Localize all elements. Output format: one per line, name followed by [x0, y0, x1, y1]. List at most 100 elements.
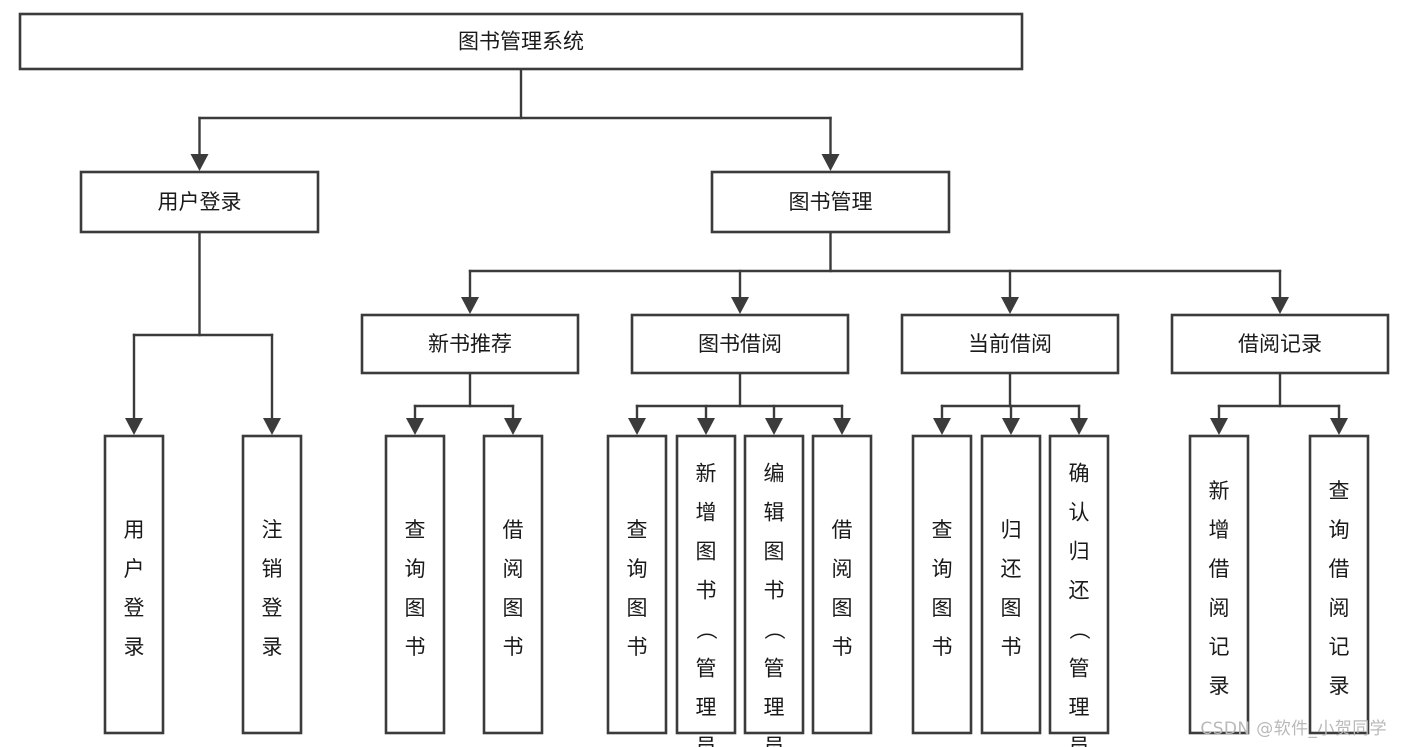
- node-label-char: （: [694, 619, 718, 640]
- arrow-head-icon: [406, 418, 424, 435]
- node-new-book-recommend[interactable]: 新书推荐: [360, 313, 580, 375]
- node-box-leaf-query-books-2[interactable]: [606, 434, 668, 735]
- node-label-char: 借: [1209, 557, 1230, 581]
- node-label-char: 归: [1069, 539, 1090, 563]
- arrow-head-icon: [1271, 297, 1289, 314]
- connector-conn-borrowrecord-leaves: [1210, 371, 1348, 435]
- node-label-char: 阅: [1209, 596, 1230, 620]
- node-label-char: 图: [1001, 596, 1022, 620]
- node-label-book-management: 图书管理: [789, 190, 873, 214]
- node-label-char: 登: [124, 596, 145, 620]
- node-label-char: 书: [1001, 635, 1022, 659]
- node-label-char: 图: [764, 539, 785, 563]
- node-box-current-borrow[interactable]: [900, 313, 1120, 375]
- node-box-leaf-edit-book[interactable]: [743, 434, 805, 735]
- node-label-char: 查: [932, 518, 953, 542]
- node-label-char: 询: [932, 557, 953, 581]
- node-label-char: 管: [1069, 656, 1090, 680]
- connector-conn-bookmgmt-level3: [461, 230, 1289, 314]
- arrow-head-icon: [125, 418, 143, 435]
- node-box-leaf-user-login[interactable]: [103, 434, 165, 735]
- node-label-char: 阅: [1329, 596, 1350, 620]
- node-label-char: 图: [932, 596, 953, 620]
- node-box-leaf-query-borrow-record[interactable]: [1308, 434, 1370, 735]
- node-root[interactable]: 图书管理系统: [18, 12, 1024, 71]
- node-label-char: 书: [627, 635, 648, 659]
- node-label-char: 用: [124, 518, 145, 542]
- node-label-char: 图: [405, 596, 426, 620]
- arrow-head-icon: [731, 297, 749, 314]
- node-box-book-management[interactable]: [710, 170, 951, 234]
- node-box-book-borrow[interactable]: [630, 313, 850, 375]
- node-book-borrow[interactable]: 图书借阅: [630, 313, 850, 375]
- node-book-management[interactable]: 图书管理: [710, 170, 951, 234]
- node-current-borrow[interactable]: 当前借阅: [900, 313, 1120, 375]
- node-borrow-record[interactable]: 借阅记录: [1170, 313, 1390, 375]
- node-label-char: 记: [1209, 635, 1230, 659]
- node-box-leaf-query-books-1[interactable]: [384, 434, 446, 735]
- node-label-char: 员: [696, 734, 717, 747]
- node-label-char: 书: [696, 578, 717, 602]
- node-box-leaf-query-books-3[interactable]: [911, 434, 973, 735]
- node-label-char: （: [762, 619, 786, 640]
- node-label-char: 借: [503, 518, 524, 542]
- node-box-new-book-recommend[interactable]: [360, 313, 580, 375]
- node-label-char: 还: [1001, 557, 1022, 581]
- arrow-head-icon: [833, 418, 851, 435]
- node-box-user-login[interactable]: [79, 170, 320, 234]
- node-box-leaf-add-book[interactable]: [675, 434, 737, 735]
- node-label-char: 书: [932, 635, 953, 659]
- node-label-current-borrow: 当前借阅: [968, 332, 1052, 356]
- node-label-char: 登: [262, 596, 283, 620]
- arrow-head-icon: [1002, 418, 1020, 435]
- node-label-char: 图: [832, 596, 853, 620]
- node-label-char: 记: [1329, 635, 1350, 659]
- node-label-char: （: [1067, 619, 1091, 640]
- node-label-char: 图: [627, 596, 648, 620]
- node-label-char: 书: [405, 635, 426, 659]
- node-label-root: 图书管理系统: [458, 30, 584, 54]
- node-box-leaf-logout[interactable]: [241, 434, 303, 735]
- node-label-char: 书: [764, 578, 785, 602]
- node-label-char: 查: [405, 518, 426, 542]
- arrow-head-icon: [765, 418, 783, 435]
- arrow-head-icon: [263, 418, 281, 435]
- node-label-char: 阅: [503, 557, 524, 581]
- node-label-char: 理: [1069, 695, 1090, 719]
- node-box-leaf-confirm-return[interactable]: [1048, 434, 1110, 735]
- node-label-char: 询: [627, 557, 648, 581]
- arrow-head-icon: [1330, 418, 1348, 435]
- node-label-char: 借: [832, 518, 853, 542]
- node-box-leaf-borrow-books-1[interactable]: [482, 434, 544, 735]
- node-box-leaf-return-book[interactable]: [980, 434, 1042, 735]
- node-box-root[interactable]: [18, 12, 1024, 71]
- nodes-layer: 图书管理系统用户登录图书管理新书推荐图书借阅当前借阅借阅记录用户登录注销登录查询…: [18, 12, 1390, 747]
- node-label-char: 确: [1069, 461, 1090, 485]
- node-label-char: 书: [832, 635, 853, 659]
- node-user-login[interactable]: 用户登录: [79, 170, 320, 234]
- node-label-char: 询: [405, 557, 426, 581]
- node-box-borrow-record[interactable]: [1170, 313, 1390, 375]
- node-label-char: 录: [1209, 674, 1230, 698]
- node-box-leaf-borrow-books-2[interactable]: [811, 434, 873, 735]
- arrow-head-icon: [1210, 418, 1228, 435]
- node-box-leaf-add-borrow-record[interactable]: [1188, 434, 1250, 735]
- node-label-borrow-record: 借阅记录: [1238, 332, 1322, 356]
- connector-conn-root-level2: [190, 67, 840, 171]
- node-label-char: 书: [503, 635, 524, 659]
- node-leaf-user-login[interactable]: 用户登录: [103, 434, 165, 735]
